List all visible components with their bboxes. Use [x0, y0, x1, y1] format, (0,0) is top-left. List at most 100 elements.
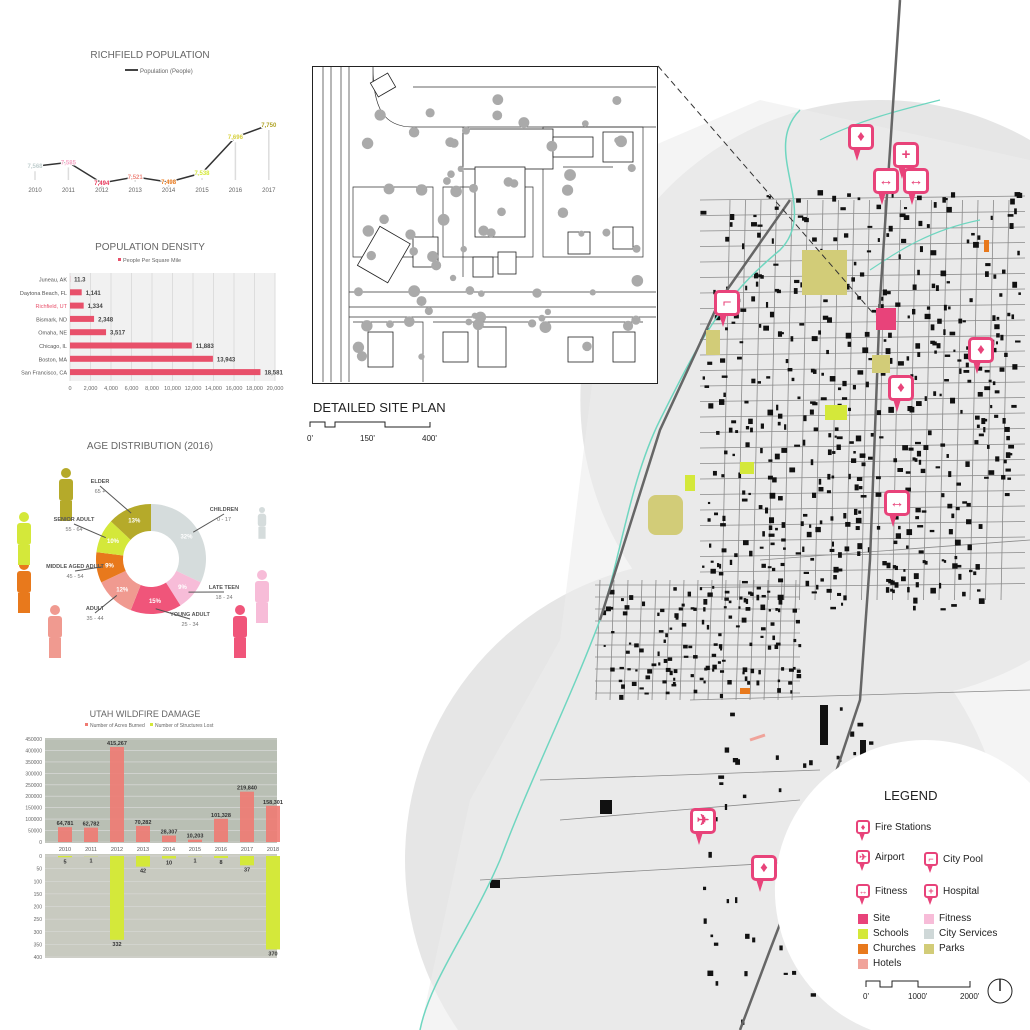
building: [788, 681, 793, 685]
building: [842, 380, 847, 387]
dumbbell-map-pin[interactable]: ↔: [873, 168, 899, 205]
building: [734, 553, 738, 558]
building: [984, 386, 991, 391]
tree: [356, 351, 368, 362]
y-tick-label: 250: [34, 917, 43, 923]
tree: [557, 207, 569, 218]
building: [915, 507, 921, 513]
building: [611, 631, 615, 634]
building: [913, 573, 919, 580]
hospital-cross-map-pin[interactable]: +: [893, 142, 919, 179]
age-range: 45 - 54: [66, 574, 83, 580]
building: [857, 551, 861, 556]
data-label: 7,568: [27, 164, 43, 170]
tree: [478, 225, 489, 236]
building: [1008, 444, 1015, 449]
fire-map-pin[interactable]: ♦: [888, 375, 914, 412]
building: [787, 367, 793, 372]
bar: [70, 315, 95, 322]
building: [841, 602, 844, 606]
acres-bar: [240, 791, 254, 842]
pool-map-pin[interactable]: ⌐: [714, 290, 740, 327]
building: [838, 552, 842, 558]
building: [719, 782, 724, 786]
building: [724, 597, 729, 601]
building: [759, 546, 764, 549]
building: [793, 288, 798, 294]
torso: [17, 571, 31, 593]
building: [783, 972, 788, 975]
building: [867, 225, 873, 228]
building: [859, 453, 866, 458]
head: [19, 512, 29, 522]
building: [778, 578, 784, 583]
x-tick-label: 2018: [267, 847, 279, 853]
building: [703, 886, 707, 891]
tree: [622, 320, 634, 331]
airplane-map-pin[interactable]: ✈: [690, 808, 716, 845]
swatch-label: City Services: [939, 928, 998, 939]
building: [996, 316, 1000, 320]
dumbbell-map-pin[interactable]: ↔: [884, 490, 910, 527]
fire-map-pin[interactable]: ♦: [848, 124, 874, 161]
building: [984, 476, 989, 479]
building: [1009, 223, 1014, 230]
street: [749, 579, 755, 701]
x-tick-label: 6,000: [125, 386, 139, 392]
building: [950, 192, 956, 198]
building: [924, 313, 931, 320]
building: [949, 331, 956, 336]
person-silhouette-icon: [17, 512, 31, 565]
building: [852, 384, 856, 390]
y-tick-label: 150000: [25, 806, 42, 812]
building: [833, 566, 839, 573]
building: [849, 441, 854, 444]
age-group-name: ELDER: [91, 479, 110, 485]
tree: [366, 250, 376, 261]
building: [665, 633, 668, 638]
leader-line: [192, 513, 225, 533]
building: [768, 525, 773, 531]
building: [962, 501, 968, 504]
building: [855, 435, 862, 442]
building: [773, 263, 779, 266]
building: [969, 569, 973, 573]
street: [768, 199, 777, 601]
x-tick-label: 2014: [163, 847, 175, 853]
tree: [383, 183, 395, 195]
building: [875, 476, 881, 480]
fire-map-pin[interactable]: ♦: [968, 337, 994, 374]
building: [742, 490, 746, 495]
building: [918, 550, 924, 554]
building: [760, 627, 766, 631]
legs: [49, 638, 61, 658]
building: [660, 608, 665, 613]
building: [665, 667, 671, 672]
donut-slice: [96, 521, 131, 556]
y-tick-label: Bismark, ND: [36, 317, 67, 323]
legend-label: Population (People): [140, 69, 193, 75]
building: [1017, 250, 1020, 256]
tree: [465, 286, 475, 295]
building: [977, 391, 983, 397]
tree: [478, 290, 485, 297]
tree: [447, 170, 455, 178]
building: [954, 555, 958, 560]
dumbbell-map-pin[interactable]: ↔: [903, 168, 929, 205]
building: [915, 343, 921, 349]
street: [985, 199, 994, 601]
building: [931, 283, 936, 289]
building: [879, 436, 884, 439]
building: [995, 456, 1000, 462]
building: [966, 239, 970, 244]
building: [705, 665, 710, 671]
building: [765, 507, 769, 514]
acres-bar: [58, 827, 72, 842]
fire-map-pin[interactable]: ♦: [751, 855, 777, 892]
building: [975, 564, 980, 570]
site-parcel[interactable]: [876, 308, 896, 330]
building: [815, 526, 821, 533]
building: [703, 607, 706, 612]
building: [758, 505, 763, 510]
